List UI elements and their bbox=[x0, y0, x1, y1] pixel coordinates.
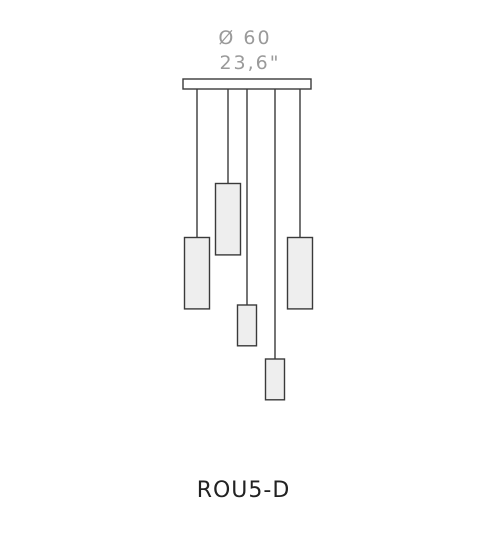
pendants-group bbox=[183, 89, 314, 401]
ceiling-canopy bbox=[182, 78, 312, 90]
pendant-4-shade bbox=[264, 358, 286, 401]
diameter-imperial-label: 23,6" bbox=[219, 52, 280, 74]
pendant-2-shade bbox=[214, 182, 242, 256]
pendant-3-shade bbox=[236, 304, 258, 347]
diameter-metric-label: Ø 60 bbox=[218, 27, 271, 49]
model-code: ROU5-D bbox=[196, 478, 291, 503]
pendant-1-shade bbox=[183, 236, 211, 310]
pendant-5-shade bbox=[286, 236, 314, 310]
